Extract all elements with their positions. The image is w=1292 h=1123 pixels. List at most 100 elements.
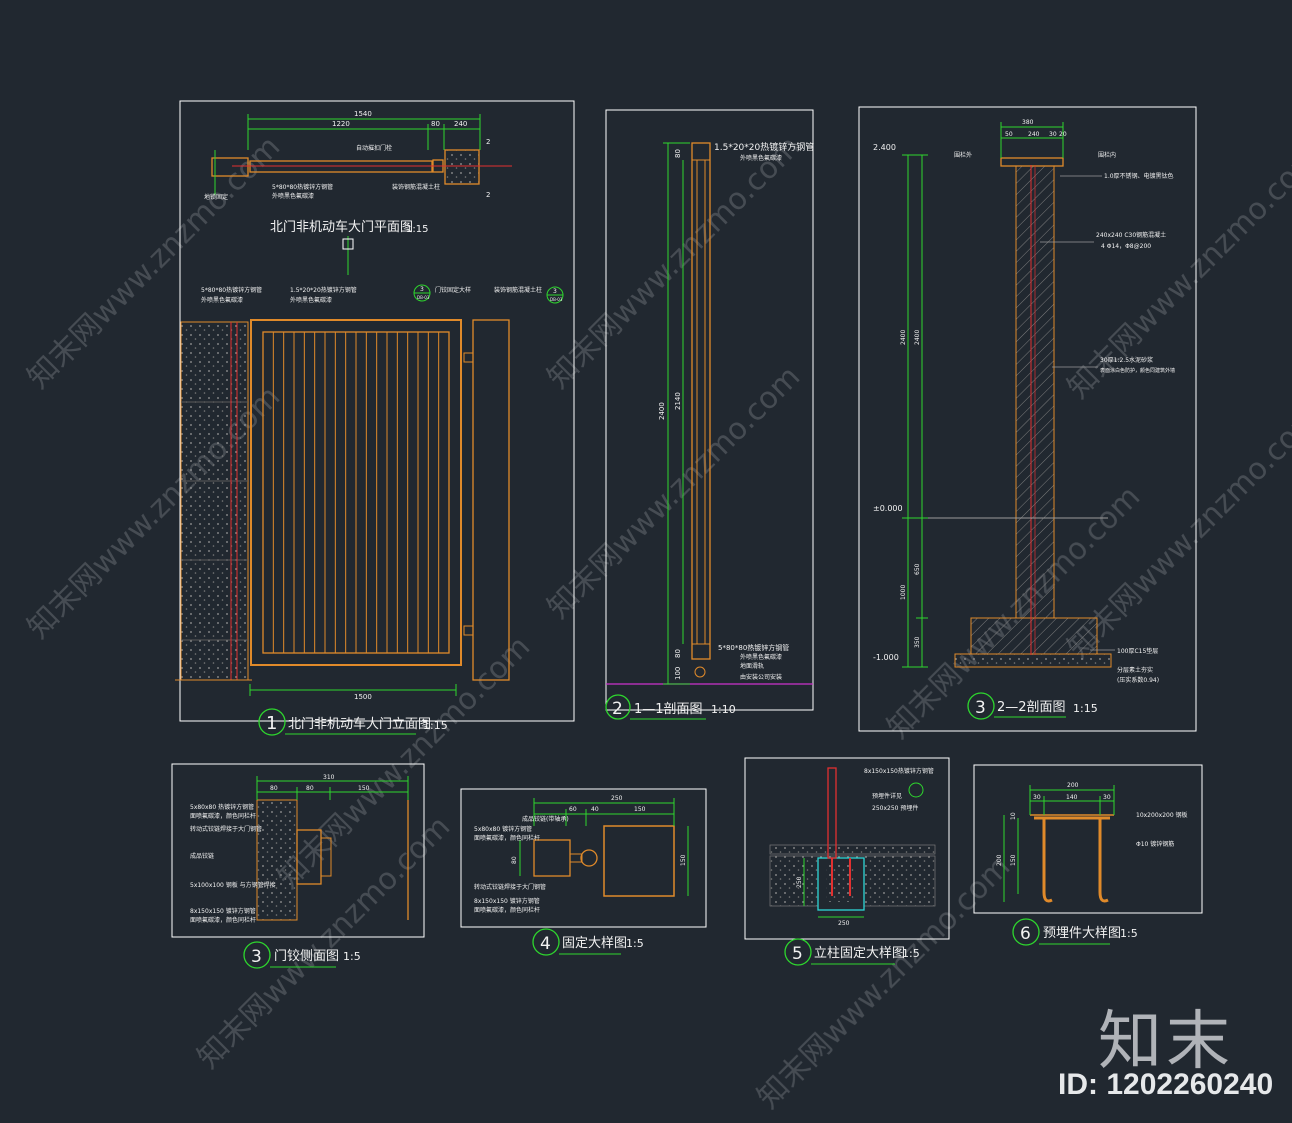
elev-note-3: 1.5*20*20热镀锌方钢管	[290, 286, 357, 294]
col-note-3: 250x250 预埋件	[872, 804, 918, 812]
s2-note-6: 100厚C15垫层	[1117, 647, 1158, 655]
title-s1-num: 2	[612, 699, 623, 719]
note-latch: 自动摧扣门栓	[356, 144, 392, 152]
dim-50: 50	[1005, 131, 1013, 138]
note-column-plan: 装饰钢筋混凝土柱	[392, 183, 440, 191]
elev-note-1: 5*80*80热镀锌方钢管	[201, 286, 262, 294]
s1-note-1: 1.5*20*20热镀锌方钢管	[714, 141, 814, 153]
fix-dim-150: 150	[634, 806, 646, 813]
title-elevation: 1 北门非机动车大门立面图 1:15	[258, 708, 448, 736]
title-embedded: 6 预埋件大样图 1:5	[1012, 918, 1138, 946]
dim-80-s1-top: 80	[674, 149, 682, 158]
hinge-dim-310: 310	[323, 774, 335, 781]
note-lock: 地锁固定	[204, 193, 228, 201]
col-note-1: 8x150x150热镀锌方钢管	[864, 767, 934, 775]
callout-a-sheet: DB-03	[417, 295, 430, 300]
elev-note-4: 外喷黑色氟碳漆	[290, 296, 332, 304]
hinge-note-7: 面喷氟碳漆，颜色同栏杆	[190, 916, 256, 924]
note-paint-plan: 外喷黑色氟碳漆	[272, 192, 314, 200]
hinge-dim-80a: 80	[270, 785, 278, 792]
section-mark-2a: 2	[486, 138, 490, 146]
title-elevation-num: 1	[266, 713, 277, 734]
fix-note-6: 面喷氟碳漆，颜色同栏杆	[474, 906, 540, 914]
dim-650: 650	[914, 563, 921, 575]
title-hinge-text: 门铰侧面图	[274, 949, 339, 964]
title-s2-num: 3	[975, 698, 986, 718]
title-fixing-scale: 1:5	[626, 937, 644, 950]
s1-note-3: 5*80*80热镀锌方钢管	[718, 643, 789, 652]
title-fixing-text: 固定大样图	[562, 936, 627, 951]
dim-2400-s2a: 2400	[900, 330, 907, 345]
drawing-hinge-side: 310 80 80 150 5x80x80 热镀锌方钢管 面喷氟碳漆，颜色同栏杆…	[171, 763, 425, 969]
section-mark-2b: 2	[486, 191, 490, 199]
title-hinge: 3 门铰侧面图 1:5	[243, 941, 361, 969]
level-2400: 2.400	[873, 143, 896, 152]
title-section-2-2: 3 2—2剖面图 1:15	[967, 692, 1098, 720]
title-emb-num: 6	[1020, 924, 1031, 944]
dim-80-s1-bot: 80	[674, 649, 682, 658]
fix-note-1: 成品铰链(带轴承)	[522, 815, 569, 823]
col-dim-250b: 250	[796, 876, 803, 888]
fix-dim-40: 40	[591, 806, 599, 813]
dim-20-s2: 20	[1059, 131, 1067, 138]
s1-note-4: 外喷黑色氟碳漆	[740, 653, 782, 661]
dim-80: 80	[431, 120, 440, 128]
dim-100-s1: 100	[674, 667, 682, 680]
fix-dim-150b: 150	[680, 854, 687, 866]
callout-b-sheet: DB-03	[550, 297, 563, 302]
s2-note-8: (压实系数0.94)	[1117, 676, 1159, 684]
plan-title: 北门非机动车大门平面图	[270, 219, 413, 235]
fix-dim-60: 60	[569, 806, 577, 813]
s1-note-5: 地面滑轨	[740, 662, 764, 670]
dim-240: 240	[454, 120, 467, 128]
fix-dim-80: 80	[511, 856, 518, 864]
drawing-elevation: 1540 1220 80 240 2 2 1500 自动摧扣门栓 5*80*80…	[175, 100, 575, 736]
title-fixing: 4 固定大样图 1:5	[532, 928, 644, 956]
dim-30-s2: 30	[1049, 131, 1057, 138]
note-tube-plan: 5*80*80热镀锌方钢管	[272, 183, 333, 191]
dim-2400-s2b: 2400	[914, 330, 921, 345]
title-column-text: 立柱固定大样图	[814, 946, 905, 961]
hinge-note-5: 5x100x100 钢板 与方钢管焊接	[190, 881, 276, 889]
watermark-id: ID: 1202260240	[1058, 1068, 1274, 1101]
watermark-logo: 知末	[1098, 1005, 1234, 1079]
title-s2-text: 2—2剖面图	[997, 700, 1066, 715]
dim-350: 350	[914, 636, 921, 648]
emb-dim-30b: 30	[1103, 794, 1111, 801]
s2-note-inside: 围栏内	[1098, 151, 1116, 159]
dim-1500: 1500	[354, 693, 372, 701]
watermark-tile: 知末网www.znzmo.com	[541, 129, 807, 395]
s2-note-outside: 围栏外	[954, 151, 972, 159]
callout-a-num: 3	[420, 286, 424, 293]
emb-dim-30a: 30	[1033, 794, 1041, 801]
s2-note-4: 30厚1:2.5水泥砂浆	[1100, 356, 1153, 364]
fix-note-2: 5x80x80 镀锌方钢管	[474, 825, 532, 833]
title-column-num: 5	[792, 944, 803, 964]
emb-note-2: Φ10 镀锌钢筋	[1136, 840, 1174, 848]
emb-dim-140: 140	[1066, 794, 1078, 801]
elev-note-2: 外喷黑色氟碳漆	[201, 296, 243, 304]
hinge-note-6: 8x150x150 镀锌方钢管	[190, 907, 256, 915]
plan-view	[211, 149, 480, 185]
title-hinge-scale: 1:5	[343, 950, 361, 963]
title-emb-text: 预埋件大样图	[1043, 926, 1121, 941]
hinge-note-3: 转动式铰链焊接于大门钢管	[190, 825, 262, 833]
title-s1-scale: 1:10	[711, 703, 736, 716]
hinge-note-4: 成品铰链	[190, 852, 214, 860]
dim-2400-s1: 2400	[658, 402, 666, 420]
dim-1540: 1540	[354, 110, 372, 118]
col-note-2: 预埋件详见	[872, 792, 902, 800]
title-elevation-text: 北门非机动车大门立面图	[288, 716, 431, 732]
elev-note-6: 装饰钢筋混凝土柱	[494, 286, 542, 294]
s2-note-5: 表面涂白色防护，颜色同建筑外墙	[1100, 367, 1175, 374]
drawing-section-2-2: 2.400 ±0.000 -1.000 380 50 240 30 20 240…	[858, 106, 1197, 732]
col-dim-250: 250	[838, 920, 850, 927]
watermark-tile: 知末网www.znzmo.com	[1061, 139, 1292, 405]
drawing-section-1-1: 2400 2140 80 100 80 1.5*20*20热镀锌方钢管 外喷黑色…	[605, 109, 814, 720]
hinge-dim-80b: 80	[306, 785, 314, 792]
hinge-note-1: 5x80x80 热镀锌方钢管	[190, 803, 254, 811]
level-0000: ±0.000	[873, 504, 903, 513]
emb-dim-150: 150	[1010, 854, 1017, 866]
fix-note-5: 8x150x150 镀锌方钢管	[474, 897, 540, 905]
